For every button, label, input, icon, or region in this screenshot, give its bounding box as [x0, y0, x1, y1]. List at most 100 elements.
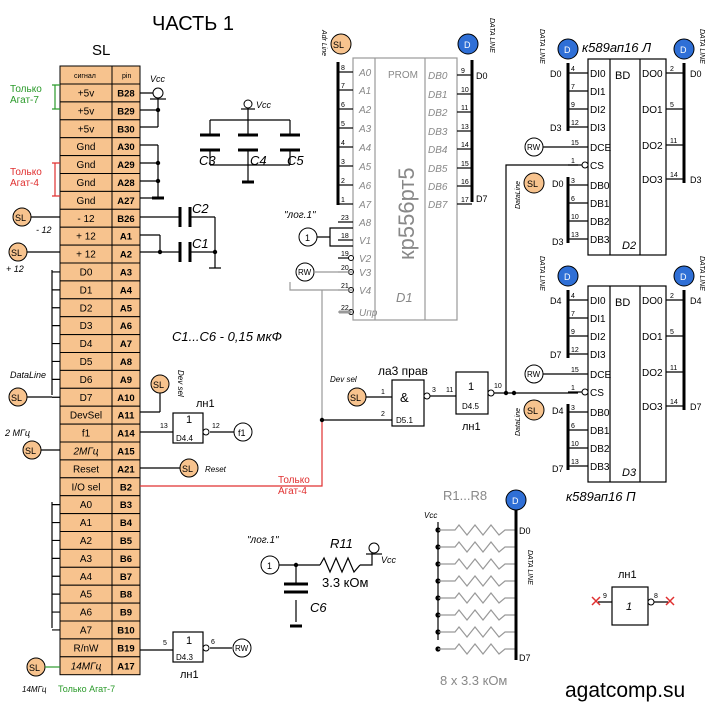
- vcc-caps-label: Vcc: [256, 100, 272, 110]
- bd-out-last: D3: [690, 175, 702, 185]
- sl-bd-text: SL: [527, 406, 538, 416]
- rom-left-pin-sig: A5: [358, 162, 372, 173]
- sl-bd-text: SL: [527, 179, 538, 189]
- bd-left-pin-num: 12: [571, 347, 579, 354]
- connector-pin: B3: [120, 500, 132, 511]
- bd-left-pin-num: 15: [571, 140, 579, 147]
- connector-signal: D3: [80, 321, 93, 332]
- bd-data-line-in: DATA LINE: [538, 29, 545, 64]
- bd-left-pin-num: 1: [571, 385, 575, 392]
- bd-out-first: D4: [690, 296, 702, 306]
- bd-out-first: D0: [690, 69, 702, 79]
- connector-signal: D2: [80, 303, 93, 314]
- res-element: [438, 592, 516, 604]
- watermark: agatcomp.su: [565, 679, 685, 702]
- c1-label: C1: [192, 236, 209, 251]
- sl-14mhz: SL: [29, 663, 40, 673]
- rom-left-pin-num: 8: [341, 65, 345, 72]
- rom-right-pin-sig: DB4: [428, 145, 448, 156]
- rom-left-pin-num: 1: [341, 197, 345, 204]
- d-bd-in-text: D: [564, 272, 571, 282]
- bd-left-pin-sig: DCE: [590, 370, 611, 381]
- connector-pin: A10: [117, 393, 134, 404]
- rom-left-pin-num: 22: [341, 305, 349, 312]
- f1-terminal: f1: [238, 428, 246, 438]
- log1-label-rom: "лог.1": [284, 210, 316, 221]
- bd-right-pin-num: 5: [670, 102, 674, 109]
- inv44-pin-in: 13: [160, 423, 168, 430]
- bd-ref: D2: [622, 240, 636, 252]
- bd-data-line-out: DATA LINE: [698, 29, 705, 64]
- rom-left-pin-num: 5: [341, 121, 345, 128]
- c5-label: C5: [287, 153, 304, 168]
- connector-signal: DevSel: [70, 411, 102, 422]
- connector-pin: A27: [117, 196, 134, 207]
- connector-signal: f1: [82, 429, 91, 440]
- sl-bd: [523, 172, 545, 194]
- bd-label: BD: [615, 297, 630, 309]
- cs-rom-wire: [289, 282, 353, 420]
- bd-bus-first: D0: [552, 179, 564, 189]
- connector-pin: A14: [117, 429, 135, 440]
- d-bd-in: [557, 38, 579, 60]
- nand-d5-1: [391, 379, 425, 427]
- connector-signal: D6: [80, 375, 93, 386]
- bd-left-pin-sig: DB0: [590, 181, 610, 192]
- spare-pin-out: 8: [654, 593, 658, 600]
- sl-reset: SL: [182, 464, 193, 474]
- connector-pin: B29: [117, 106, 134, 117]
- bd-right-pin-sig: DO0: [642, 69, 663, 80]
- connector-pin: A7: [120, 339, 132, 350]
- inv45-pin-in: 11: [446, 387, 453, 394]
- bd-right-pin-num: 2: [670, 293, 674, 300]
- spare-pin-in: 9: [603, 593, 607, 600]
- d-bd-out: [673, 265, 695, 287]
- bd-left-pin-sig: CS: [590, 161, 604, 172]
- bd-out-last: D7: [690, 402, 702, 412]
- connector-pin: B4: [120, 518, 133, 529]
- log1-terminal-r11: 1: [267, 561, 272, 571]
- inv43-ref: D4.3: [176, 653, 193, 662]
- d-bd-in: [557, 265, 579, 287]
- inv45-name: лн1: [462, 421, 481, 433]
- only-agat7-bottom: Только Агат-7: [58, 684, 115, 694]
- connector-signal: - 12: [77, 214, 95, 225]
- spare-sym: 1: [626, 601, 632, 613]
- c4-label: C4: [250, 153, 267, 168]
- connector-pin: A29: [117, 160, 134, 171]
- plus12-label: + 12: [6, 264, 24, 274]
- connector-signal: Reset: [73, 464, 99, 475]
- rom-d0: D0: [476, 71, 488, 81]
- bd-left-pin-num: 3: [571, 405, 575, 412]
- connector-signal: + 12: [76, 232, 96, 243]
- caps-note: С1...С6 - 0,15 мкФ: [172, 329, 282, 344]
- rom-right-pin-num: 11: [461, 105, 468, 112]
- nand-name: ла3 прав: [378, 364, 428, 378]
- rom-d7: D7: [476, 194, 488, 204]
- inv45-sym: 1: [468, 381, 474, 393]
- bd-bus-first: D4: [552, 406, 564, 416]
- bd-left-pin-sig: CS: [590, 388, 604, 399]
- nand-ref: D5.1: [396, 416, 413, 425]
- connector-signal: Gnd: [77, 178, 96, 189]
- connector-signal: +5v: [78, 106, 94, 117]
- rom-left-pin-sig: V3: [359, 268, 372, 279]
- bd-left-pin-num: 13: [571, 232, 579, 239]
- connector-pin: B28: [117, 89, 134, 100]
- connector-signal: Gnd: [77, 142, 96, 153]
- rom-right-pin-num: 13: [461, 124, 469, 131]
- sl-adr: SL: [333, 40, 344, 50]
- bd-left-pin-num: 9: [571, 102, 575, 109]
- rom-right-pin-num: 10: [461, 87, 469, 94]
- res-d7: D7: [519, 653, 531, 663]
- bd-right-pin-num: 14: [670, 399, 678, 406]
- connector-signal: D7: [80, 393, 93, 404]
- cs-bubble: [581, 161, 589, 169]
- res-element: [438, 575, 516, 587]
- bd-left-pin-sig: DB0: [590, 408, 610, 419]
- vcc-r11: Vcc: [381, 555, 397, 565]
- res-element: [438, 541, 516, 553]
- connector-pin: A3: [120, 268, 132, 279]
- bd-top-name: к589ап16 Л: [582, 40, 651, 55]
